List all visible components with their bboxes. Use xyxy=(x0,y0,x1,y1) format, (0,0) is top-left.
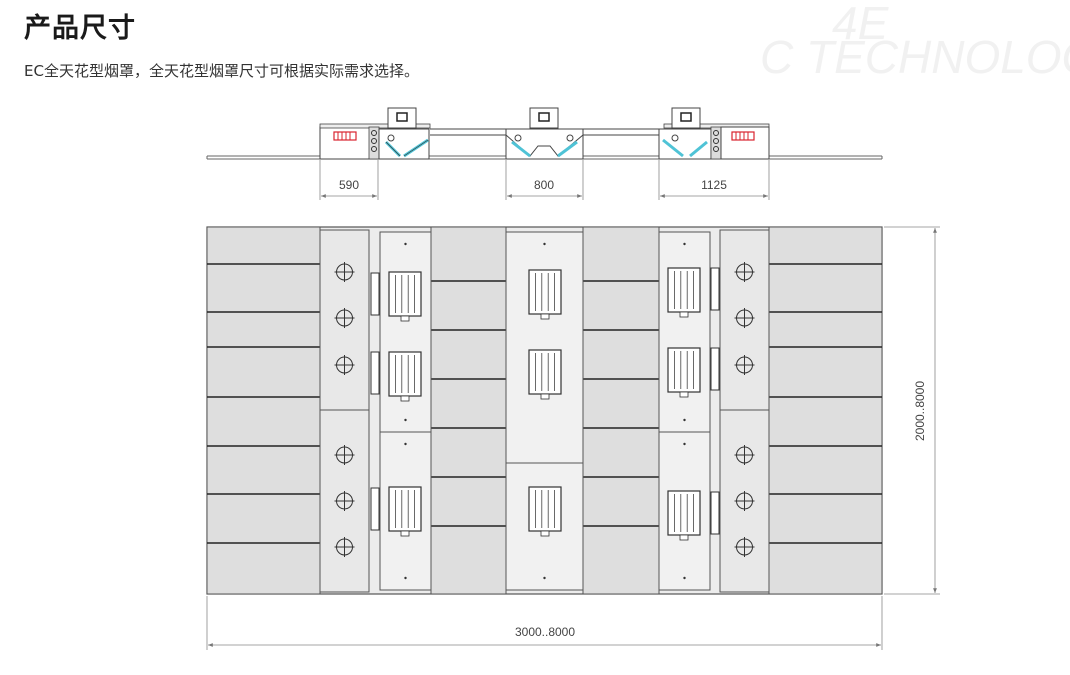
side-slot xyxy=(370,272,380,316)
grease-filter-icon xyxy=(388,351,422,397)
ceiling-panel-center-left xyxy=(430,226,507,595)
section-view: 590 800 1125 xyxy=(206,107,883,200)
side-slot xyxy=(370,351,380,395)
ceiling-panel-right xyxy=(768,226,883,595)
watermark-line-2: C TECHNOLOG xyxy=(760,31,1070,83)
side-slot xyxy=(710,267,720,311)
hood-unit-right-top xyxy=(658,231,711,433)
dim-overall-width: 3000..8000 xyxy=(515,625,575,639)
grease-filter-icon xyxy=(667,490,701,536)
watermark-line-1: 4E xyxy=(832,0,889,49)
right-grille-icon xyxy=(731,131,755,141)
plan-view: 3000..8000 2000..8000 xyxy=(206,226,940,650)
hood-unit-left-top xyxy=(379,231,432,433)
dim-left-module: 590 xyxy=(339,178,359,192)
grease-filter-icon xyxy=(388,271,422,317)
ceiling-panel-left xyxy=(206,226,321,595)
grease-filter-icon xyxy=(667,347,701,393)
dim-overall-depth: 2000..8000 xyxy=(913,381,927,441)
left-grille-icon xyxy=(333,131,357,141)
grease-filter-icon xyxy=(388,486,422,532)
ceiling-panel-center-right xyxy=(582,226,660,595)
page-subtitle: EC全天花型烟罩，全天花型烟罩尺寸可根据实际需求选择。 xyxy=(24,62,419,80)
side-slot xyxy=(710,347,720,391)
grease-filter-icon xyxy=(528,349,562,395)
grease-filter-icon xyxy=(528,486,562,532)
side-slot xyxy=(370,487,380,531)
dim-right-module: 1125 xyxy=(701,178,727,192)
page-title: 产品尺寸 xyxy=(24,13,136,44)
dim-center-module: 800 xyxy=(534,178,554,192)
grease-filter-icon xyxy=(528,269,562,315)
side-slot xyxy=(710,491,720,535)
grease-filter-icon xyxy=(667,267,701,313)
